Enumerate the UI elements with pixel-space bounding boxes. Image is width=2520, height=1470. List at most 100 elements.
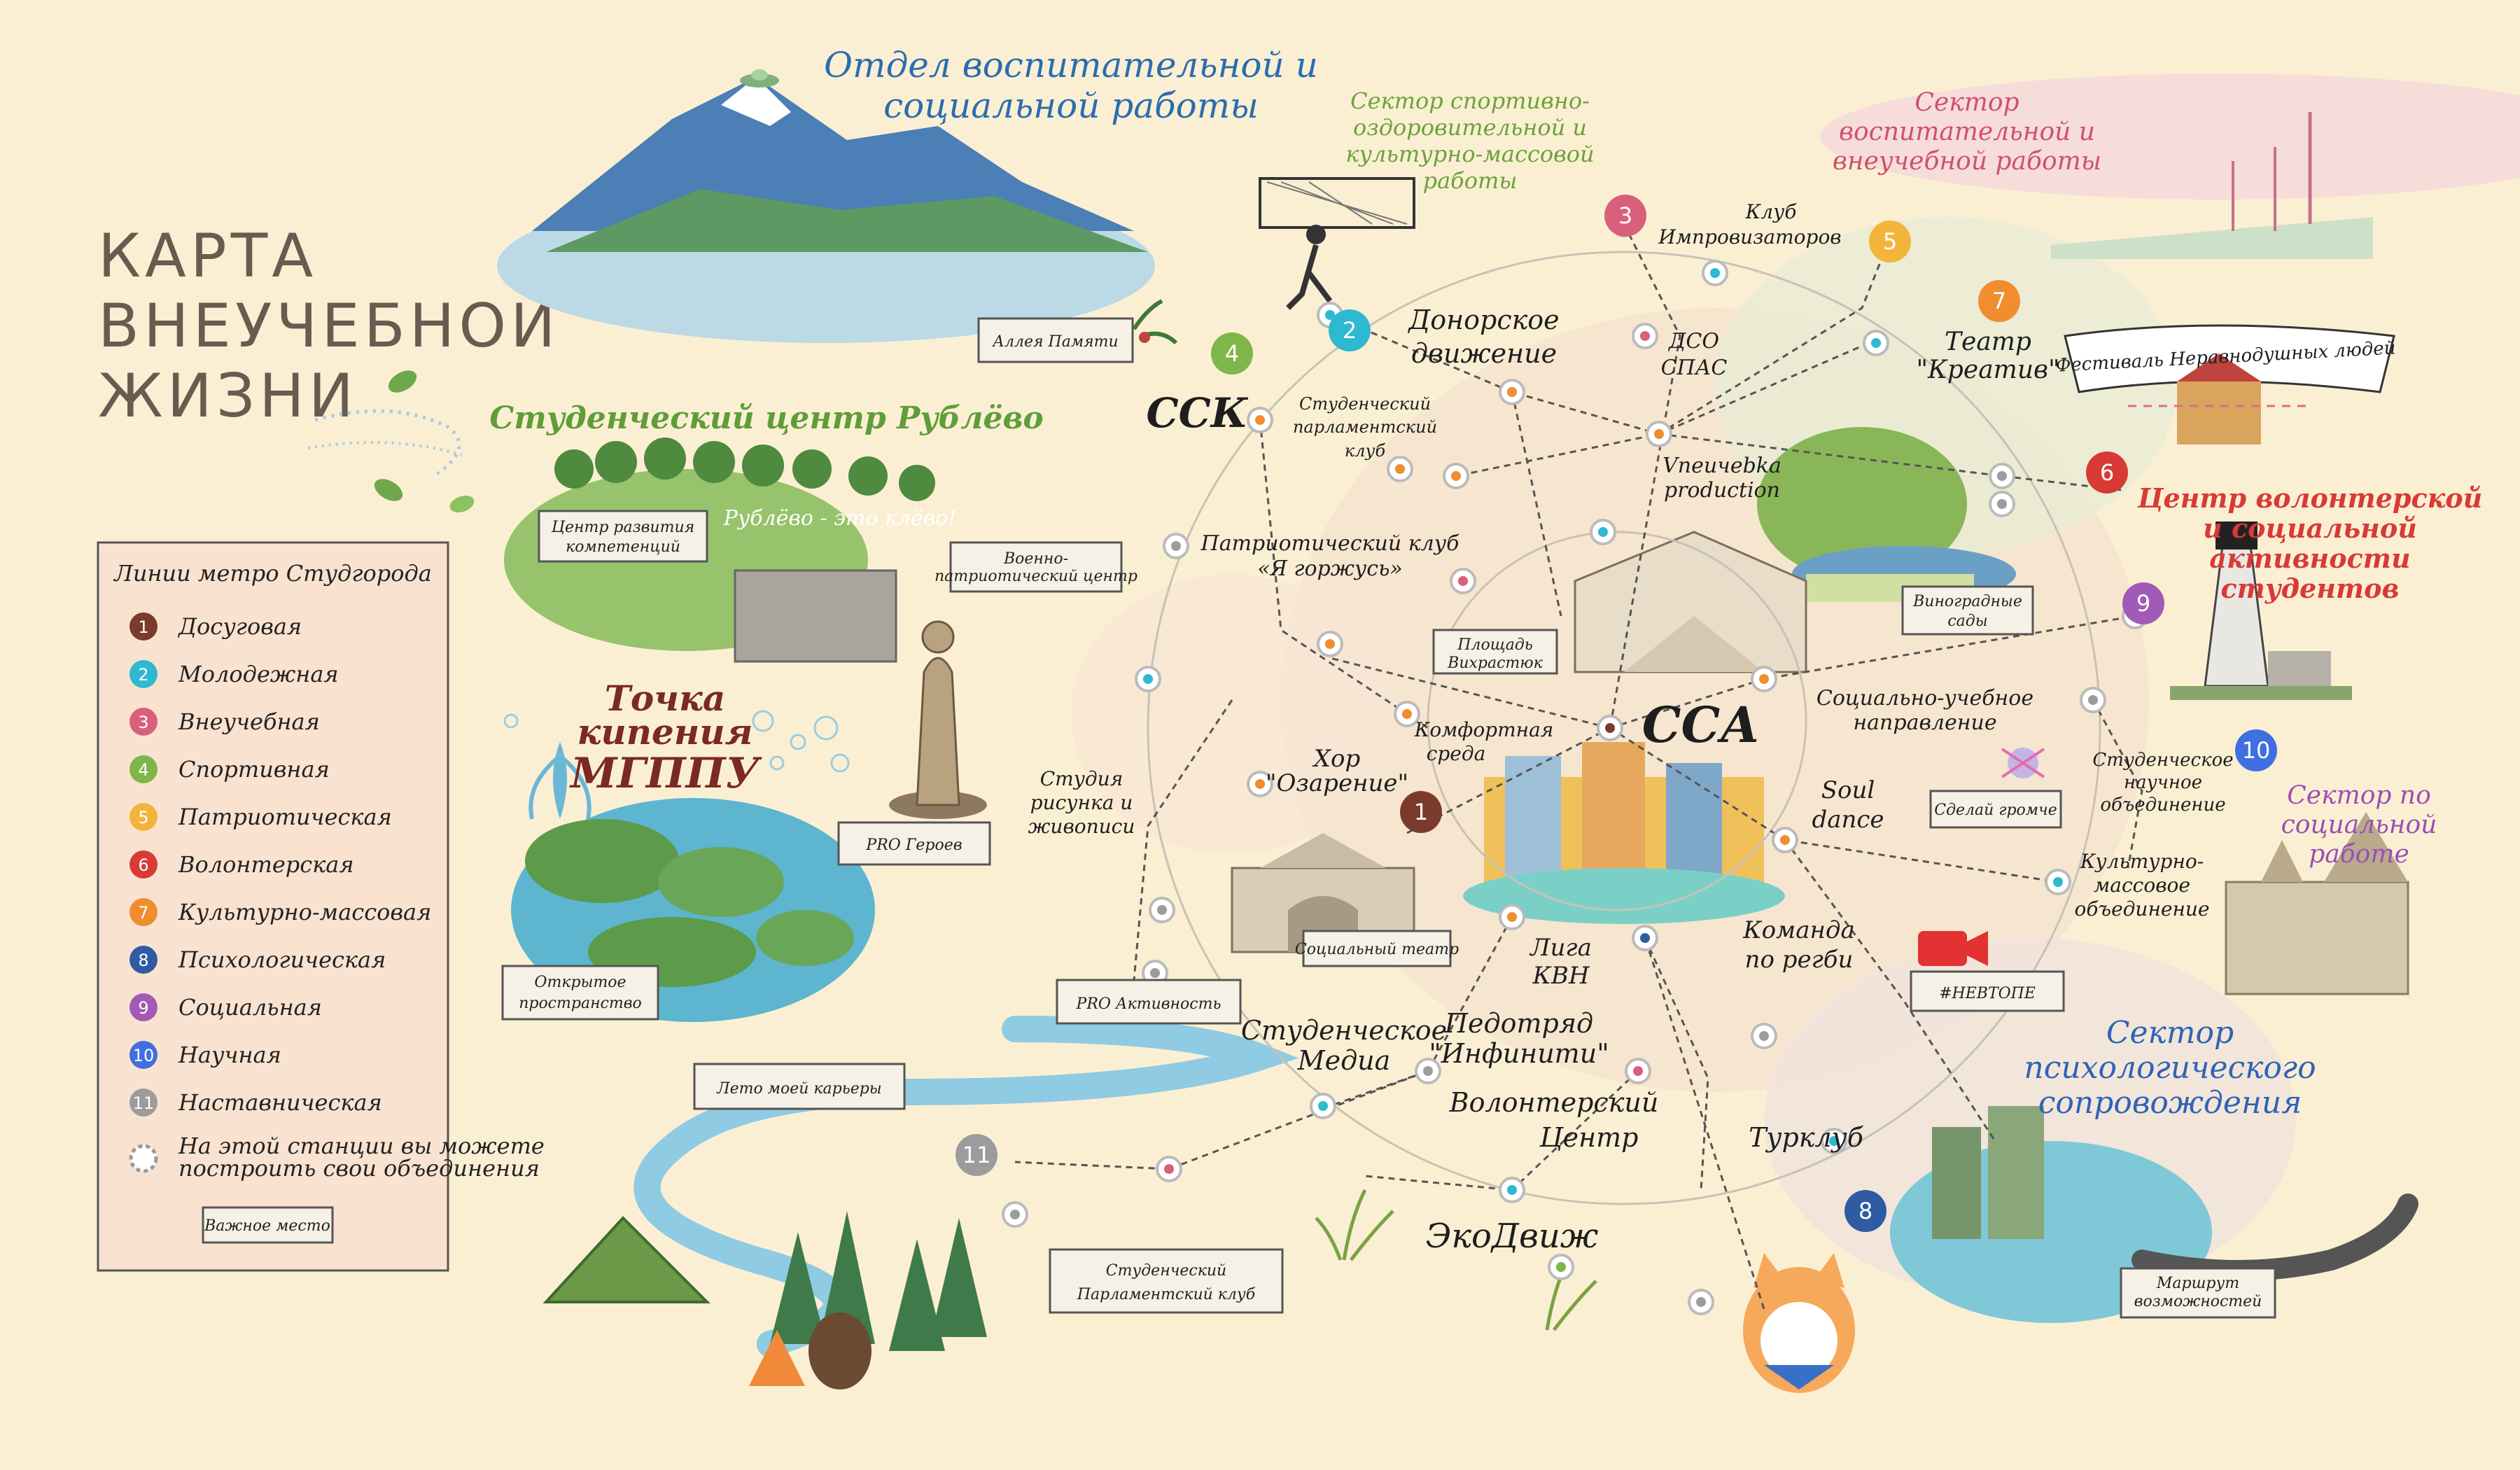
svg-text:Импровизаторов: Импровизаторов — [1658, 225, 1841, 248]
station-dot — [1780, 835, 1790, 845]
lighthouse-illustration — [2170, 522, 2352, 700]
legend-line-badge — [130, 755, 158, 783]
line-badge-10[interactable]: 10 — [2235, 729, 2277, 771]
metro-station[interactable] — [1394, 701, 1420, 727]
metro-station[interactable] — [1002, 1201, 1028, 1228]
metro-station[interactable] — [1751, 666, 1777, 692]
svg-text:патриотический центр: патриотический центр — [934, 568, 1138, 585]
metro-station[interactable] — [1590, 519, 1616, 545]
metro-station[interactable] — [1310, 1093, 1336, 1119]
metro-station[interactable] — [1702, 260, 1728, 286]
line-badge-8[interactable]: 8 — [1844, 1190, 1886, 1232]
legend-line-badge — [130, 1041, 158, 1069]
metro-station[interactable] — [1156, 1156, 1182, 1182]
heading-vneuch-sector: Сектор воспитательной и внеучебной работ… — [1833, 88, 2101, 176]
legend-line-name: Волонтерская — [178, 851, 354, 878]
metro-station[interactable] — [2080, 687, 2106, 713]
svg-text:ВНЕУЧЕБНОЙ: ВНЕУЧЕБНОЙ — [98, 290, 559, 361]
svg-text:«Я горжусь»: «Я горжусь» — [1257, 556, 1403, 581]
sign-military: Военно-патриотический центр — [934, 541, 1138, 593]
station-label-kvn: Лига — [1529, 934, 1592, 962]
line-badge-circle — [1329, 309, 1371, 351]
metro-station[interactable] — [1443, 463, 1469, 489]
metro-station[interactable] — [1247, 407, 1273, 433]
metro-station[interactable] — [1499, 379, 1525, 405]
svg-text:Вихрастюк: Вихрастюк — [1447, 654, 1543, 672]
metro-station[interactable] — [1499, 1177, 1525, 1203]
station-label-science: Студенческое — [2092, 750, 2233, 771]
station-dot — [1423, 1066, 1433, 1076]
metro-station[interactable] — [1499, 904, 1525, 930]
line-badge-6[interactable]: 6 — [2086, 451, 2128, 493]
metro-station[interactable] — [1387, 456, 1413, 482]
metro-station[interactable] — [1751, 1023, 1777, 1049]
svg-text:Сделай громче: Сделай громче — [1934, 802, 2057, 819]
line-badge-2[interactable]: 2 — [1329, 309, 1371, 351]
line-badge-1[interactable]: 1 — [1400, 791, 1442, 833]
build-station-note: На этой станции вы можете построить свои… — [129, 1133, 545, 1182]
metro-station[interactable] — [1163, 533, 1189, 559]
metro-station[interactable] — [1989, 463, 2015, 489]
svg-text:активности: активности — [2209, 542, 2410, 574]
line-badge-7[interactable]: 7 — [1978, 280, 2020, 322]
station-dot — [1640, 331, 1650, 341]
metro-station[interactable] — [1625, 1058, 1651, 1084]
metro-station[interactable] — [1821, 1128, 1847, 1154]
line-badge-4[interactable]: 4 — [1211, 332, 1253, 374]
line-badge-number: 11 — [962, 1142, 991, 1168]
legend-line-badge — [130, 898, 158, 926]
leaf-icon — [388, 370, 417, 393]
metro-station[interactable] — [1632, 925, 1658, 951]
metro-station[interactable] — [1646, 421, 1672, 447]
metro-station[interactable] — [1632, 323, 1658, 349]
mountain-illustration — [497, 77, 1155, 343]
rublevo-slogan: Рублёво - это клёво! — [723, 506, 957, 531]
sign-nevtope: #НЕВТОПЕ — [1910, 970, 2065, 1012]
legend-line-number: 2 — [138, 665, 148, 685]
metro-station[interactable] — [1247, 771, 1273, 797]
metro-station[interactable] — [1548, 1254, 1574, 1280]
metro-station[interactable] — [1688, 1289, 1714, 1315]
metro-station[interactable] — [1863, 330, 1889, 356]
metro-station[interactable] — [1450, 568, 1476, 594]
line-badge-9[interactable]: 9 — [2122, 582, 2164, 624]
metro-station[interactable] — [1772, 827, 1798, 853]
line-badge-11[interactable]: 11 — [955, 1134, 997, 1176]
legend-line-name: Социальная — [178, 994, 322, 1021]
legend-line-badge — [130, 803, 158, 831]
metro-station[interactable] — [1415, 1058, 1441, 1084]
metro-station[interactable] — [1135, 666, 1161, 692]
station-dot — [2053, 877, 2063, 887]
station-dot — [1150, 968, 1160, 978]
line-badge-3[interactable]: 3 — [1604, 195, 1646, 237]
station-dot — [1556, 1262, 1566, 1272]
station-dot — [1759, 1031, 1769, 1041]
legend-box — [97, 541, 449, 1272]
station-dot — [1654, 429, 1664, 439]
svg-text:Парламентский клуб: Парламентский клуб — [1077, 1286, 1256, 1303]
ufo-icon — [740, 69, 779, 88]
svg-text:ЖИЗНИ: ЖИЗНИ — [98, 361, 358, 431]
station-dot — [1598, 527, 1608, 537]
svg-text:парламентский: парламентский — [1293, 417, 1437, 437]
svg-text:PRO Активность: PRO Активность — [1076, 995, 1222, 1013]
station-dot — [1640, 933, 1650, 943]
svg-text:Центр волонтерской: Центр волонтерской — [2137, 482, 2483, 514]
line-badge-5[interactable]: 5 — [1869, 220, 1911, 262]
metro-station[interactable] — [1317, 631, 1343, 657]
legend-line-number: 7 — [138, 903, 148, 923]
metro-station[interactable] — [1989, 491, 2015, 517]
line-badge-number: 9 — [2136, 590, 2150, 617]
svg-text:Центр развития: Центр развития — [551, 519, 694, 536]
svg-text:сады: сады — [1947, 612, 1987, 630]
line-badge-number: 4 — [1225, 340, 1239, 367]
metro-station[interactable] — [1149, 897, 1175, 923]
metro-station[interactable] — [2045, 869, 2071, 895]
station-dot — [1010, 1210, 1020, 1219]
metro-station[interactable] — [1597, 715, 1623, 741]
